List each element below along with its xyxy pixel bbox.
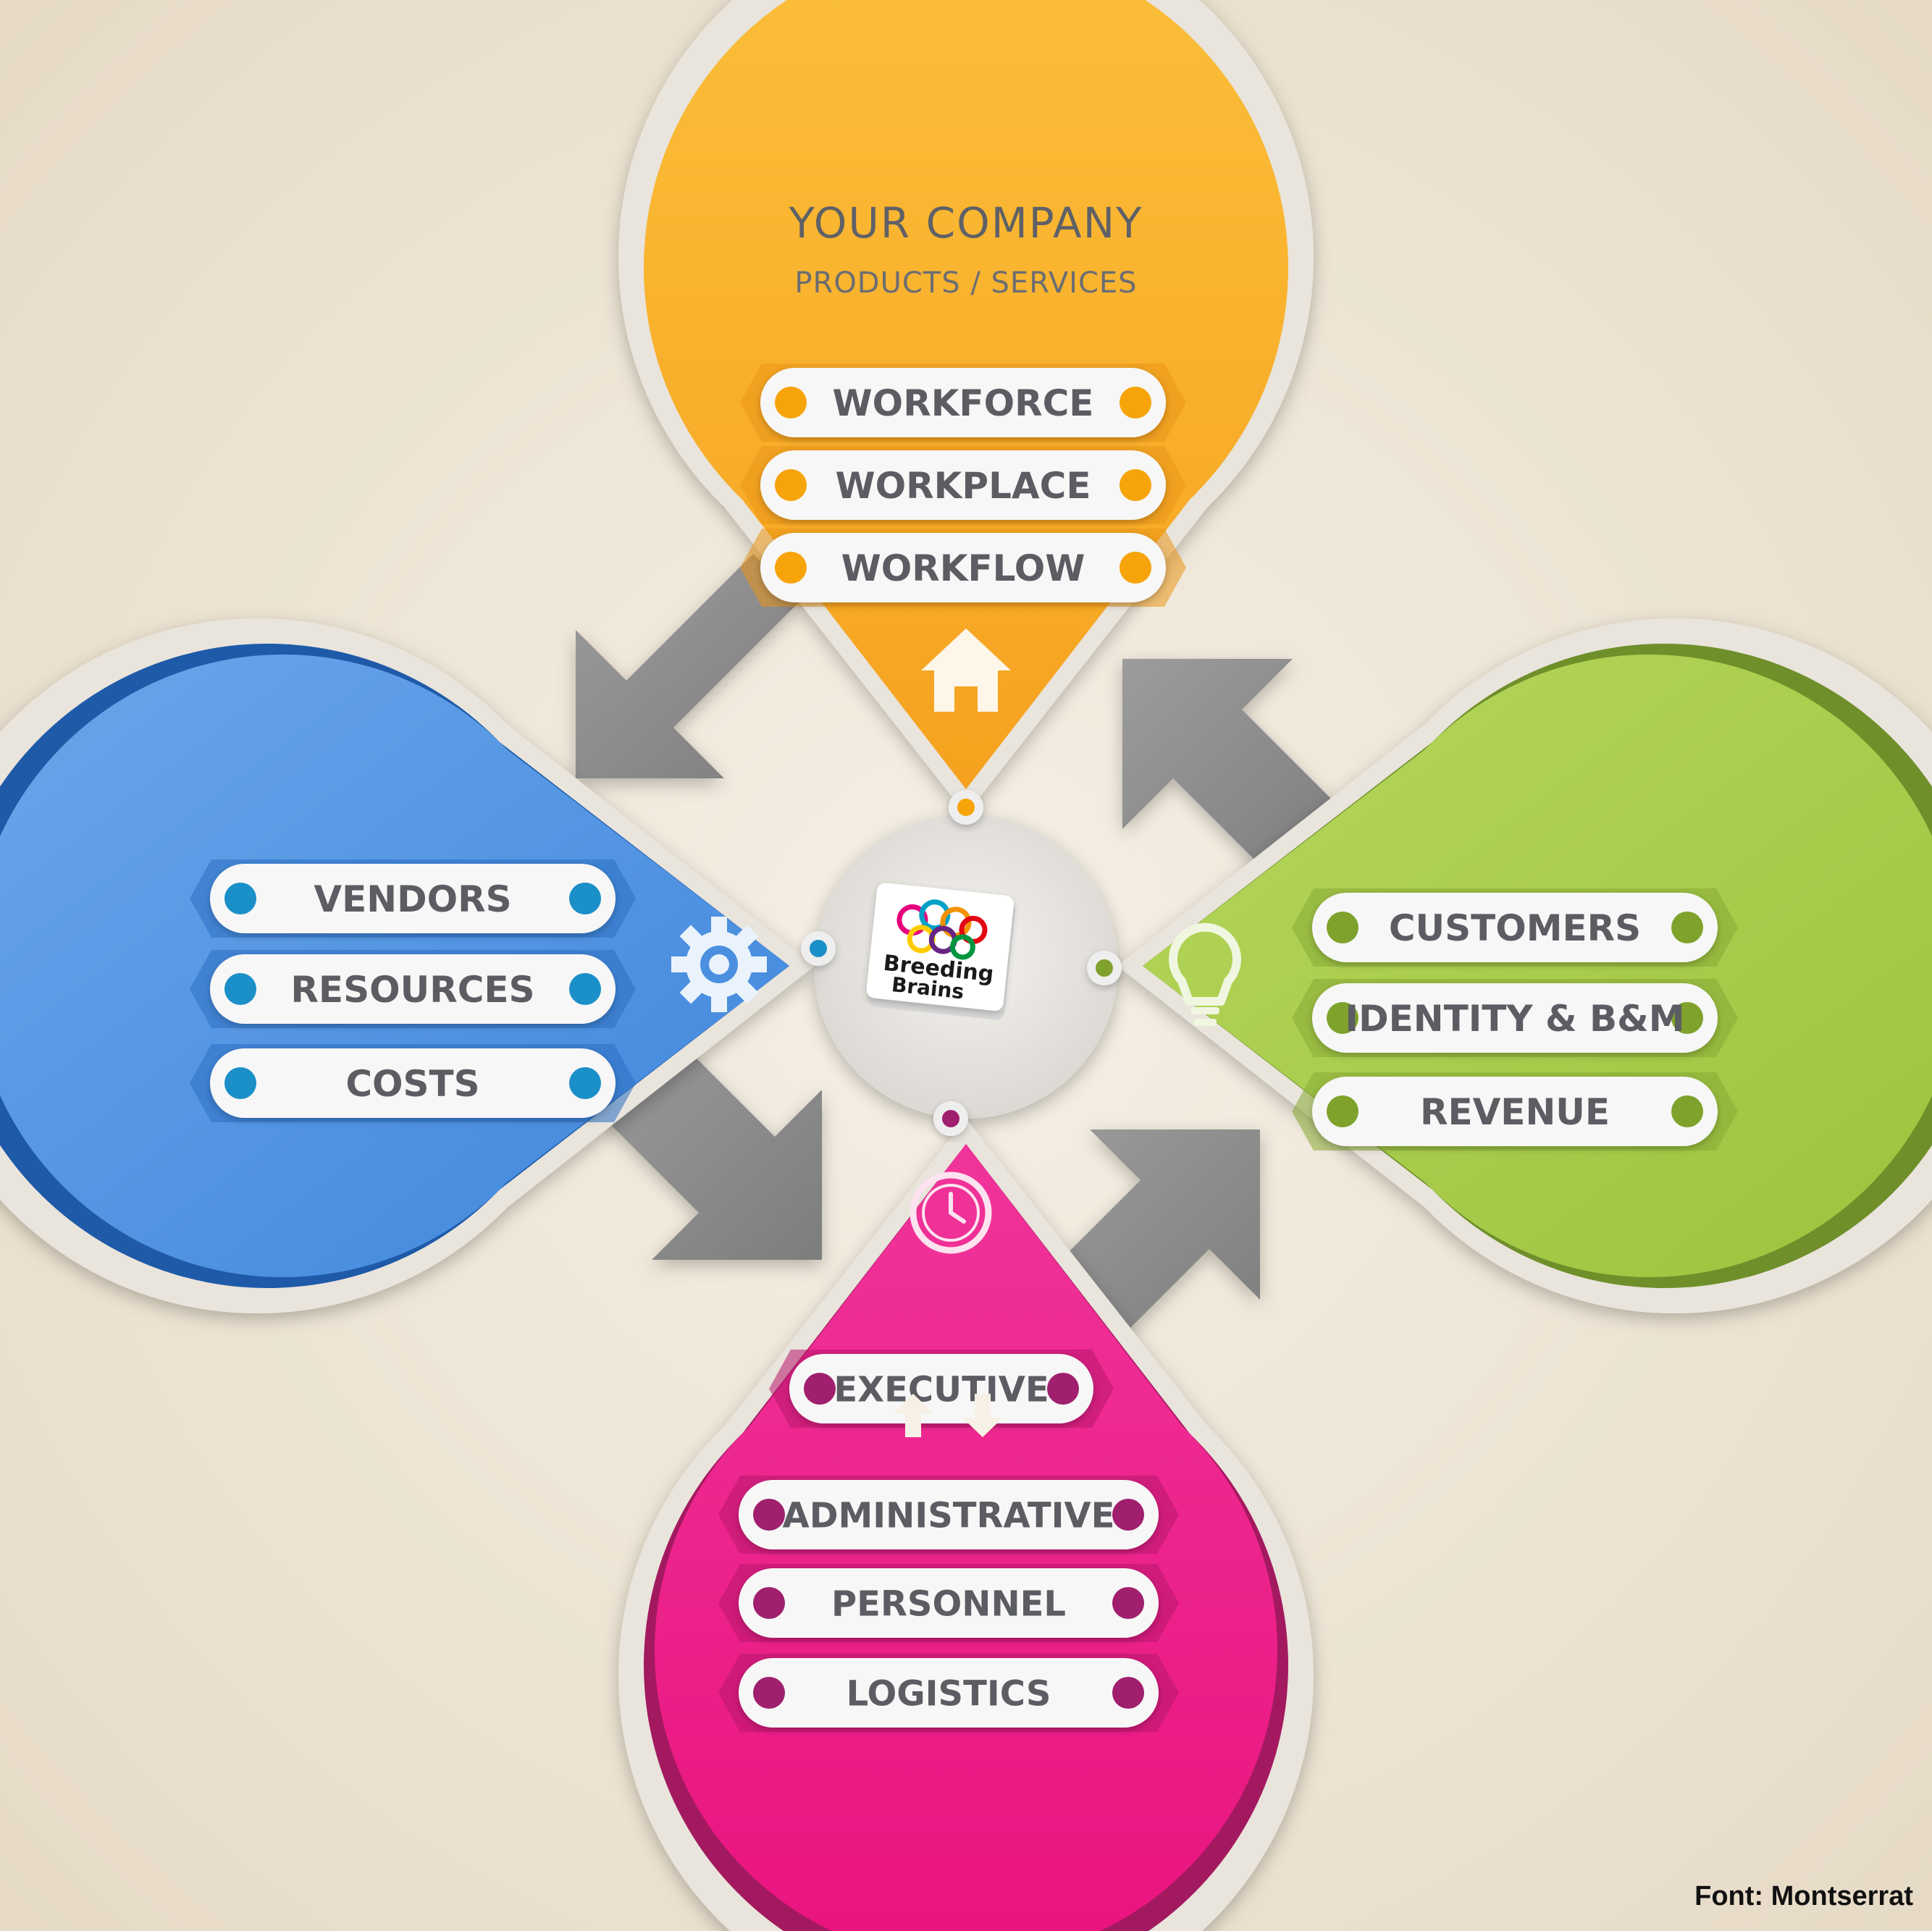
pill-dot-right	[1120, 387, 1151, 418]
bottom-item-executive: EXECUTIVE	[769, 1350, 1114, 1428]
pill-dot-right	[569, 883, 601, 914]
arrow-right-to-top	[1122, 659, 1347, 883]
pill-label: LOGISTICS	[847, 1673, 1051, 1714]
arrow-top-to-left	[576, 554, 815, 778]
pill-dot-left	[224, 883, 256, 914]
font-note: Font: Montserrat	[1694, 1881, 1913, 1911]
pill-dot-left	[1327, 1002, 1358, 1034]
bottom-item-administrative: ADMINISTRATIVE	[718, 1476, 1179, 1554]
bottom-item-personnel: PERSONNEL	[718, 1564, 1179, 1642]
pill-label: ADMINISTRATIVE	[783, 1495, 1115, 1536]
top-item-workflow: WORKFLOW	[740, 529, 1186, 607]
left-item-resources: RESOURCES	[190, 950, 636, 1028]
left-item-vendors: VENDORS	[190, 859, 636, 938]
pill-dot-left	[1327, 912, 1358, 943]
pill-dot-right	[1047, 1373, 1079, 1405]
pill-dot-right	[569, 973, 601, 1005]
pill-dot-left	[224, 973, 256, 1005]
gear-icon	[671, 917, 767, 1012]
right-item-revenue: REVENUE	[1292, 1072, 1738, 1150]
left-item-costs: COSTS	[190, 1044, 636, 1122]
pill-label: WORKPLACE	[836, 465, 1091, 507]
pill-label: PERSONNEL	[831, 1583, 1066, 1624]
top-item-workforce: WORKFORCE	[740, 363, 1186, 442]
pill-dot-left	[224, 1067, 256, 1099]
pill-dot-right	[1112, 1677, 1144, 1709]
right-item-customers: CUSTOMERS	[1292, 888, 1738, 967]
pill-dot-right	[1120, 469, 1151, 501]
top-item-workplace: WORKPLACE	[740, 446, 1186, 524]
lightbulb-icon	[1169, 922, 1241, 1026]
pill-label: WORKFLOW	[841, 547, 1085, 589]
pill-dot-right	[1671, 1095, 1703, 1127]
pill-label: EXECUTIVE	[833, 1369, 1049, 1410]
up-down-arrows-icon	[893, 1394, 1003, 1437]
house-icon	[921, 628, 1011, 712]
pill-label: RESOURCES	[290, 969, 534, 1011]
bottom-item-logistics: LOGISTICS	[718, 1654, 1179, 1732]
pill-dot-left	[775, 552, 807, 584]
pill-dot-left	[804, 1373, 836, 1405]
pill-dot-left	[1327, 1095, 1358, 1127]
pill-dot-right	[1671, 1002, 1703, 1034]
pill-dot-left	[775, 387, 807, 418]
pill-label: CUSTOMERS	[1389, 907, 1641, 949]
pill-dot-right	[1112, 1587, 1144, 1619]
clock-icon	[910, 1171, 992, 1254]
company-title: YOUR COMPANY	[788, 198, 1143, 248]
pill-label: VENDORS	[314, 878, 511, 920]
pill-dot-right	[1112, 1499, 1144, 1531]
pill-dot-left	[753, 1499, 785, 1531]
pill-label: REVENUE	[1420, 1091, 1610, 1133]
company-subtitle: PRODUCTS / SERVICES	[794, 266, 1137, 300]
pill-dot-left	[753, 1677, 785, 1709]
pill-dot-left	[753, 1587, 785, 1619]
pill-label: WORKFORCE	[833, 382, 1094, 424]
breeding-brains-logo: Breeding Brains	[866, 883, 1016, 1020]
pill-dot-right	[1671, 912, 1703, 943]
pill-label: COSTS	[345, 1063, 479, 1105]
pill-dot-right	[1120, 552, 1151, 584]
pill-dot-right	[569, 1067, 601, 1099]
pill-label: IDENTITY & B&M	[1345, 998, 1684, 1040]
pill-dot-left	[775, 469, 807, 501]
right-item-identity-b-m: IDENTITY & B&M	[1292, 979, 1738, 1057]
